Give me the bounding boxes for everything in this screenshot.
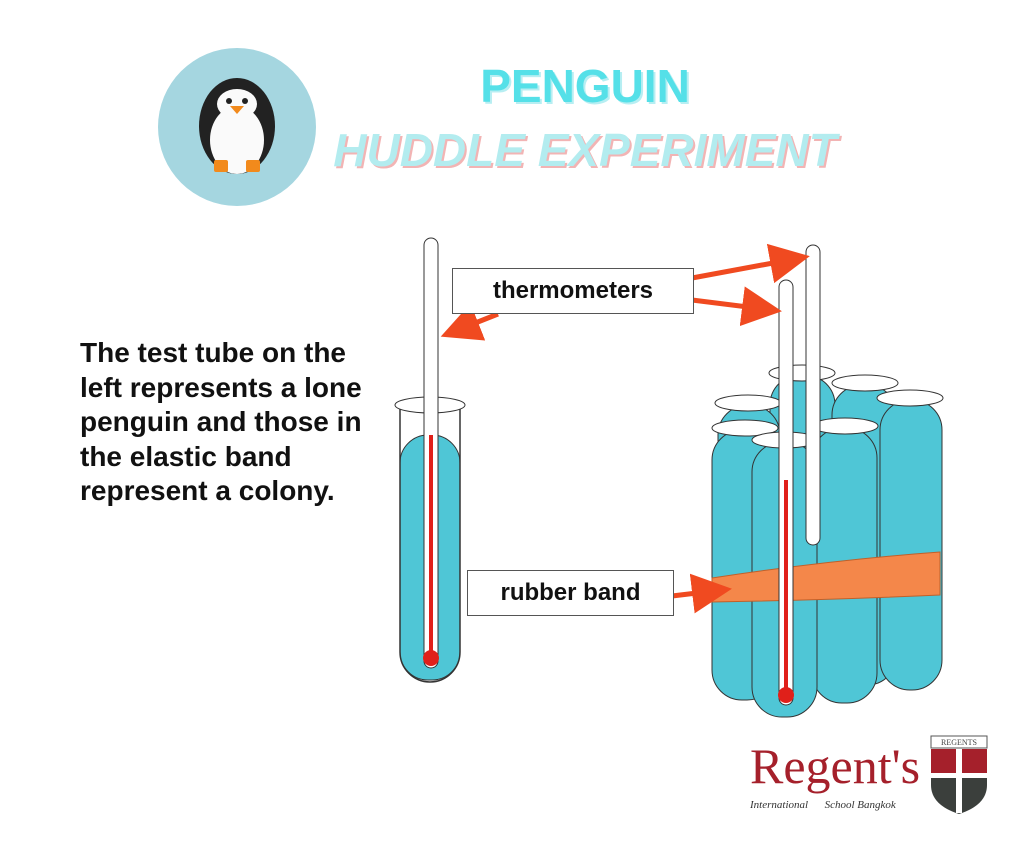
school-subtitle: International School Bangkok [750,798,920,812]
school-sub-left: International [750,799,809,811]
title-line-1: PENGUIN [480,60,690,112]
thermometers-label: thermometers [452,268,694,314]
school-name: Regent's [750,738,921,794]
tube-colony [711,244,944,718]
penguin-logo [158,48,316,206]
crest-text: REGENTS [941,738,977,747]
school-crest-icon: REGENTS [930,735,988,814]
school-sub-right: School Bangkok [824,799,896,811]
title-line-2: HUDDLE EXPERIMENT [333,124,837,176]
school-logo: Regent's International School Bangkok [750,736,920,812]
description-text: The test tube on the left represents a l… [80,337,362,506]
rubber-band-label: rubber band [467,570,674,616]
penguin-icon [199,78,275,174]
arrows [440,243,810,614]
thermometer-left [423,237,439,669]
thermometer-colony [778,244,821,706]
